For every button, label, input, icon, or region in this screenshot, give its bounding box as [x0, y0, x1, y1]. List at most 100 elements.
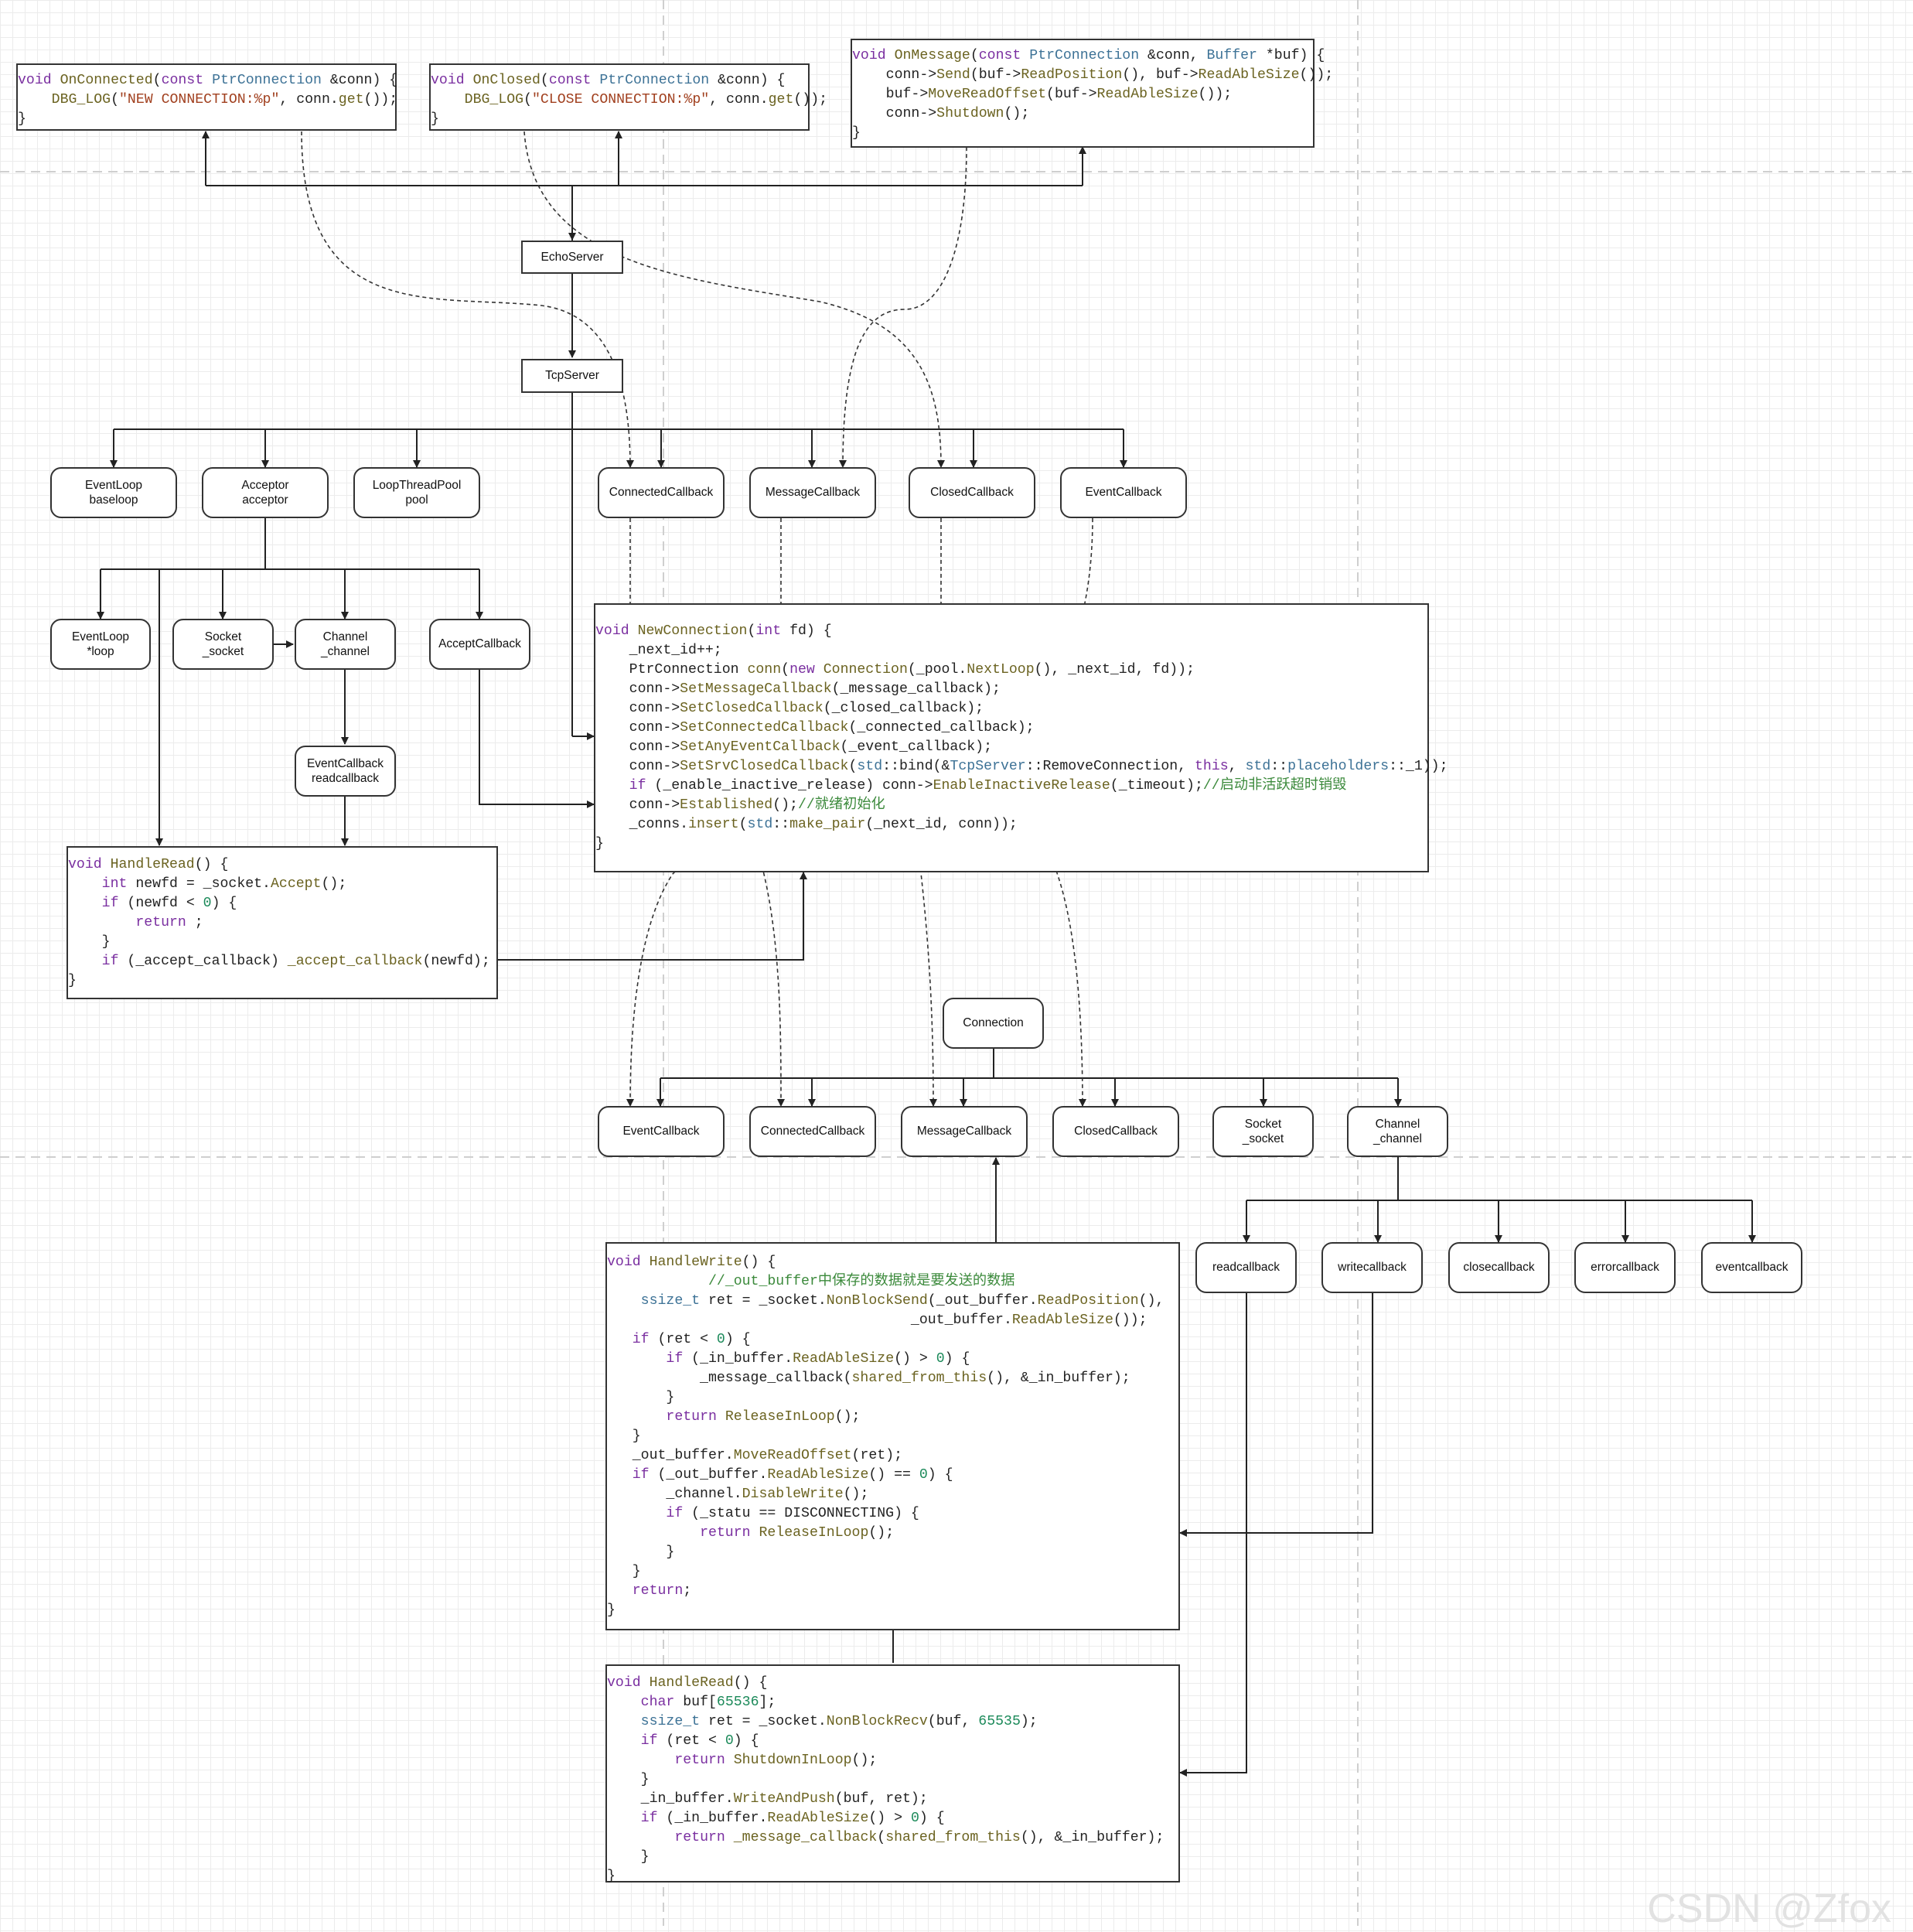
acceptor-handle-read-code: void HandleRead() { int newfd = _socket.…: [66, 846, 498, 999]
code-line: }: [607, 1848, 1178, 1867]
code-token: [68, 896, 102, 911]
node-sublabel: _socket: [202, 645, 244, 658]
conn-connected-callback-node: ConnectedCallback: [749, 1106, 876, 1157]
code-token: _out_buffer.: [607, 1312, 1012, 1328]
code-token: WriteAndPush: [733, 1791, 835, 1807]
code-token: void: [852, 48, 895, 63]
code-token: (: [738, 817, 748, 832]
node-label: EventCallback: [306, 756, 384, 770]
code-token: [18, 92, 52, 108]
node-sublabel: *loop: [87, 645, 114, 658]
code-token: }: [607, 1849, 650, 1865]
code-token: ());: [1198, 87, 1233, 102]
code-token: (: [877, 1830, 886, 1845]
code-line: conn->SetAnyEventCallback(_event_callbac…: [595, 738, 1427, 757]
code-line: }: [852, 124, 1313, 143]
code-token: }: [607, 1564, 641, 1579]
code-token: 0: [910, 1811, 919, 1826]
code-token: (_next_id, conn));: [865, 817, 1018, 832]
code-line: void OnMessage(const PtrConnection &conn…: [852, 46, 1325, 66]
code-line: if (_in_buffer.ReadAbleSize() > 0) {: [607, 1809, 1178, 1828]
code-token: }: [607, 1545, 675, 1560]
code-token: void: [595, 623, 638, 639]
code-token: () >: [868, 1811, 911, 1826]
code-token: ) {: [944, 1351, 970, 1367]
code-token: SetMessageCallback: [680, 681, 832, 697]
node-sublabel: baseloop: [89, 493, 138, 507]
code-token: [607, 1733, 641, 1749]
code-token: , conn.: [279, 92, 339, 108]
code-token: Connection: [823, 662, 908, 678]
code-token: void: [607, 1675, 650, 1691]
code-line: if (ret < 0) {: [607, 1732, 1178, 1751]
code-token: return: [700, 1525, 759, 1541]
code-token: (: [848, 759, 858, 774]
code-line: conn->SetMessageCallback(_message_callba…: [595, 680, 1427, 699]
code-line: return;: [607, 1582, 1178, 1601]
code-token: Buffer: [1206, 48, 1257, 63]
code-token: [68, 876, 102, 892]
code-token: ();: [843, 1487, 869, 1502]
code-token: (buf,: [927, 1714, 979, 1729]
code-line: return _message_callback(shared_from_thi…: [607, 1828, 1178, 1848]
code-token: [607, 1695, 641, 1710]
code-token: OnClosed: [472, 73, 540, 88]
code-token: conn->: [852, 106, 937, 121]
code-token: return: [632, 1583, 684, 1599]
code-token: 0: [716, 1332, 725, 1347]
code-token: (_timeout);: [1110, 778, 1203, 794]
code-token: ReadPosition: [1021, 67, 1123, 83]
handle-write-code: void HandleWrite() { //_out_buffer中保存的数据…: [605, 1242, 1180, 1630]
code-token: return: [666, 1409, 725, 1425]
code-token: (_closed_callback);: [823, 701, 984, 716]
code-token: EnableInactiveRelease: [933, 778, 1110, 794]
code-token: (_in_buffer.: [666, 1811, 768, 1826]
code-token: SetClosedCallback: [680, 701, 824, 716]
code-token: (: [781, 662, 790, 678]
code-token: OnMessage: [894, 48, 970, 63]
code-line: }: [18, 110, 395, 129]
code-token: ::_1));: [1389, 759, 1448, 774]
node-sublabel: _channel: [1373, 1132, 1422, 1145]
code-token: }: [431, 111, 439, 127]
code-line: return ReleaseInLoop();: [607, 1524, 1178, 1543]
code-token: ret = _socket.: [700, 1293, 827, 1309]
code-token: (buf, ret);: [834, 1791, 928, 1807]
code-line: if (_statu == DISCONNECTING) {: [607, 1504, 1178, 1524]
code-token: conn->: [852, 67, 937, 83]
channel-errorcallback-node: errorcallback: [1574, 1242, 1676, 1293]
code-line: void OnConnected(const PtrConnection &co…: [18, 71, 397, 90]
code-token: 0: [203, 896, 212, 911]
code-token: (_connected_callback);: [848, 720, 1035, 736]
code-token: get: [338, 92, 364, 108]
conn-channel-node: Channel_channel: [1347, 1106, 1448, 1157]
code-token: (),: [1138, 1293, 1165, 1309]
code-token: [68, 915, 135, 930]
code-token: MoveReadOffset: [928, 87, 1047, 102]
code-token: ReadPosition: [1037, 1293, 1139, 1309]
code-token: HandleWrite: [649, 1254, 742, 1270]
code-line: }: [607, 1543, 1178, 1562]
code-token: ;: [683, 1583, 692, 1599]
code-token: [607, 1830, 674, 1845]
code-line: if (_accept_callback) _accept_callback(n…: [68, 952, 496, 971]
code-token: TcpServer: [950, 759, 1026, 774]
code-line: }: [607, 1427, 1178, 1446]
code-token: DBG_LOG: [51, 92, 111, 108]
node-sublabel: readcallback: [311, 772, 380, 785]
code-token: 0: [919, 1467, 928, 1483]
code-token: ReleaseInLoop: [725, 1409, 835, 1425]
conn-event-callback-node: EventCallback: [598, 1106, 725, 1157]
code-token: [607, 1525, 700, 1541]
code-token: conn: [747, 662, 782, 678]
code-line: DBG_LOG("NEW CONNECTION:%p", conn.get())…: [18, 90, 398, 110]
code-token: &conn,: [1139, 48, 1207, 63]
acceptor-channel-node: Channel_channel: [295, 619, 396, 670]
code-token: ReadAbleSize: [1198, 67, 1300, 83]
code-token: (), _next_id, fd));: [1034, 662, 1195, 678]
code-token: }: [68, 973, 77, 988]
node-label: AcceptCallback: [438, 637, 521, 651]
on-connected-code: void OnConnected(const PtrConnection &co…: [16, 63, 397, 131]
code-line: }: [607, 1388, 1178, 1408]
